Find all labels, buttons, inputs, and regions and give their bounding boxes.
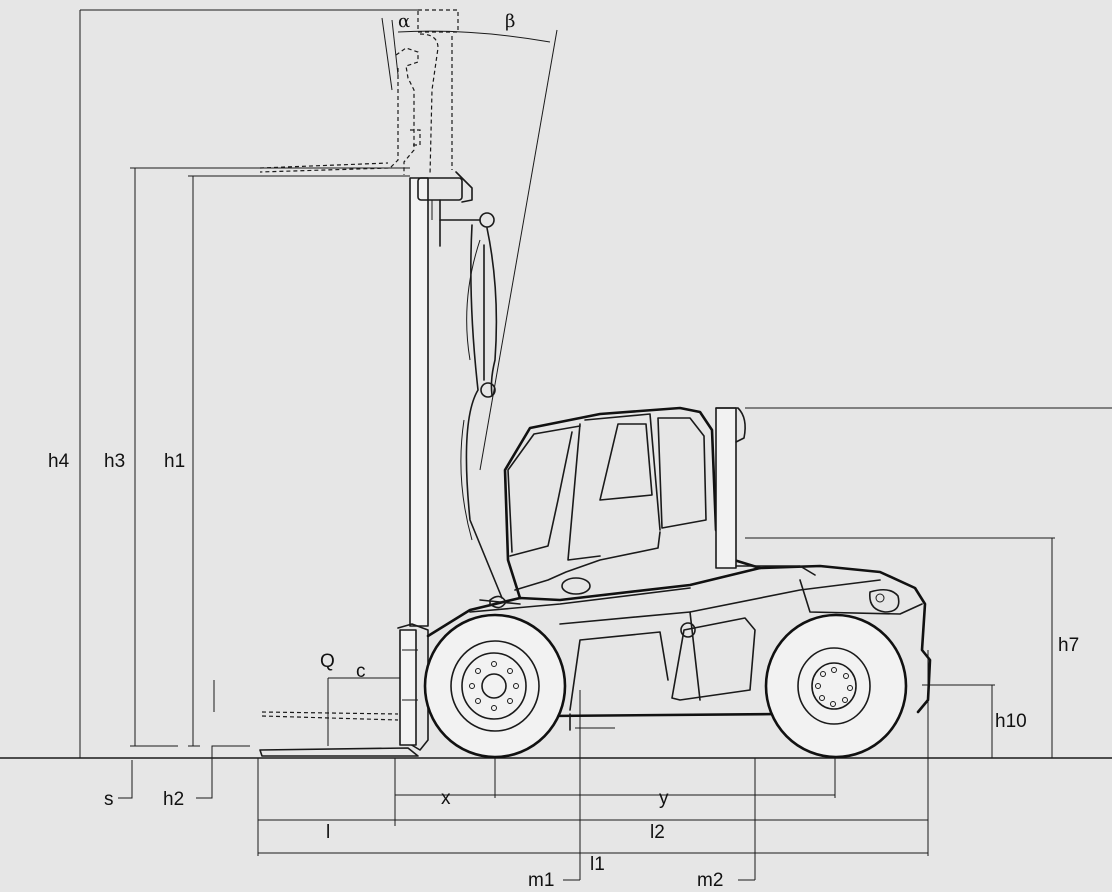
label-alpha: α: [398, 11, 410, 32]
label-c: c: [356, 661, 366, 682]
right-dimension-lines: [745, 407, 1112, 758]
label-x: x: [441, 788, 451, 809]
label-l1: l1: [590, 854, 605, 875]
label-s: s: [104, 789, 114, 810]
label-h2: h2: [163, 789, 184, 810]
mast: [409, 171, 503, 627]
tilted-carriage-outline: [259, 9, 459, 176]
rear-wheel: [764, 613, 908, 759]
label-y: y: [659, 788, 669, 809]
label-h1: h1: [164, 451, 185, 472]
tilt-angle-marks: [381, 17, 558, 471]
label-m2: m2: [697, 870, 723, 891]
label-h10: h10: [995, 711, 1027, 732]
front-wheel: [423, 613, 567, 759]
height-dimension-lines: [79, 9, 418, 758]
label-beta: β: [505, 11, 515, 32]
label-m1: m1: [528, 870, 554, 891]
exhaust-stack: [715, 407, 816, 576]
length-dimension-lines: [257, 650, 929, 881]
label-l: l: [326, 822, 330, 843]
label-h7: h7: [1058, 635, 1079, 656]
label-l2: l2: [650, 822, 665, 843]
label-Q: Q: [320, 651, 335, 672]
label-h4: h4: [48, 451, 70, 472]
label-h3: h3: [104, 451, 125, 472]
s-h2-pointers: [118, 680, 250, 799]
dimension-labels: α β h4 h3 h1 h7 h10 h2 s Q c x y l l2 l1…: [48, 11, 1079, 891]
chassis: [426, 564, 932, 731]
fork-carriage: [259, 623, 429, 757]
